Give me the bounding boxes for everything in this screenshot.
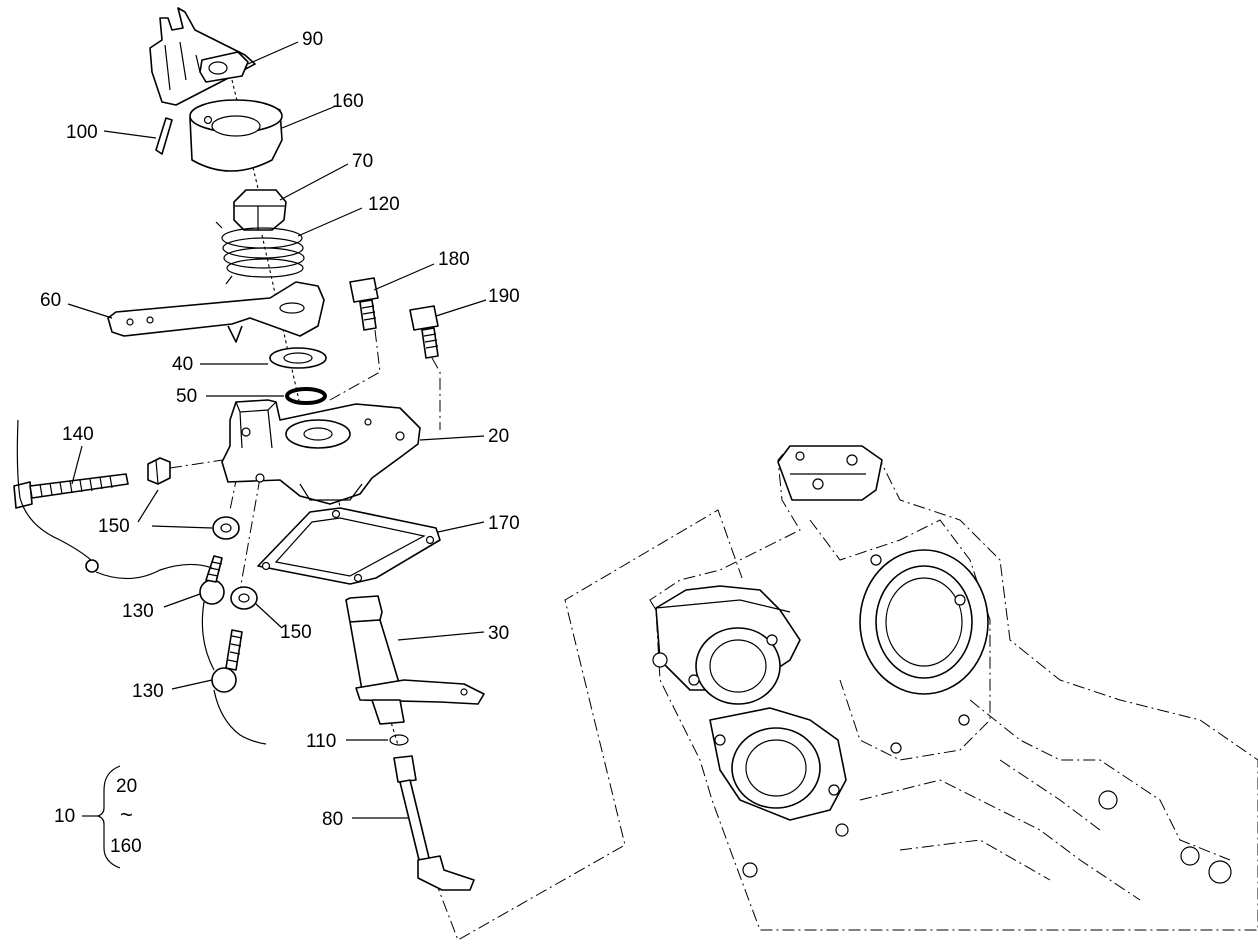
- part-180-bolt: [349, 277, 379, 331]
- callout-50: 50: [176, 386, 197, 407]
- assembly-range-from: 20: [116, 776, 137, 797]
- part-70-nut: [233, 189, 287, 231]
- callout-130-lower: 130: [132, 681, 164, 702]
- part-150-washer-1: [212, 516, 240, 540]
- part-60-arm: [107, 281, 325, 343]
- callout-20: 20: [488, 426, 509, 447]
- part-140-long-bolt: [13, 419, 129, 567]
- leader-lines: [67, 41, 487, 869]
- part-120-spring: [215, 221, 305, 285]
- part-80-actuator-shaft: [393, 755, 475, 891]
- part-30-shaft-arm: [345, 595, 485, 725]
- part-50-o-ring: [285, 387, 327, 405]
- assembly-range-to: 160: [110, 836, 142, 857]
- callout-60: 60: [40, 290, 61, 311]
- callout-70: 70: [352, 151, 373, 172]
- assembly-number: 10: [54, 806, 75, 827]
- part-190-bolt: [409, 305, 439, 359]
- callout-80: 80: [322, 809, 343, 830]
- callout-labels: 90 160 100 70 120 180 190 60 40 50 20 14…: [40, 29, 520, 830]
- part-110-clip: [389, 734, 409, 746]
- transmission-housing: [649, 445, 1258, 931]
- part-150-nut-upper: [147, 457, 171, 485]
- part-130-stud-upper: [85, 555, 225, 605]
- part-160-collar: [189, 99, 283, 172]
- part-170-gasket: [257, 507, 441, 585]
- assembly-range-separator: ~: [120, 802, 133, 827]
- callout-170: 170: [488, 513, 520, 534]
- callout-130-upper: 130: [122, 601, 154, 622]
- part-150-washer-2: [230, 586, 258, 610]
- callout-110: 110: [306, 731, 336, 752]
- callout-140: 140: [62, 424, 94, 445]
- part-130-stud-lower: [201, 601, 267, 745]
- part-40-washer: [269, 347, 327, 369]
- part-100-pin: [155, 117, 173, 155]
- callout-150-lower: 150: [280, 622, 312, 643]
- callout-100: 100: [66, 122, 98, 143]
- assembly-legend: 10 20 ~ 160: [54, 776, 142, 857]
- callout-40: 40: [172, 354, 193, 375]
- callout-90: 90: [302, 29, 323, 50]
- callout-30: 30: [488, 623, 509, 644]
- part-90-lever-bracket: [149, 7, 256, 106]
- part-20-housing: [221, 399, 421, 505]
- callout-190: 190: [488, 286, 520, 307]
- callout-120: 120: [368, 194, 400, 215]
- callout-150-upper: 150: [98, 516, 130, 537]
- callout-180: 180: [438, 249, 470, 270]
- callout-160: 160: [332, 91, 364, 112]
